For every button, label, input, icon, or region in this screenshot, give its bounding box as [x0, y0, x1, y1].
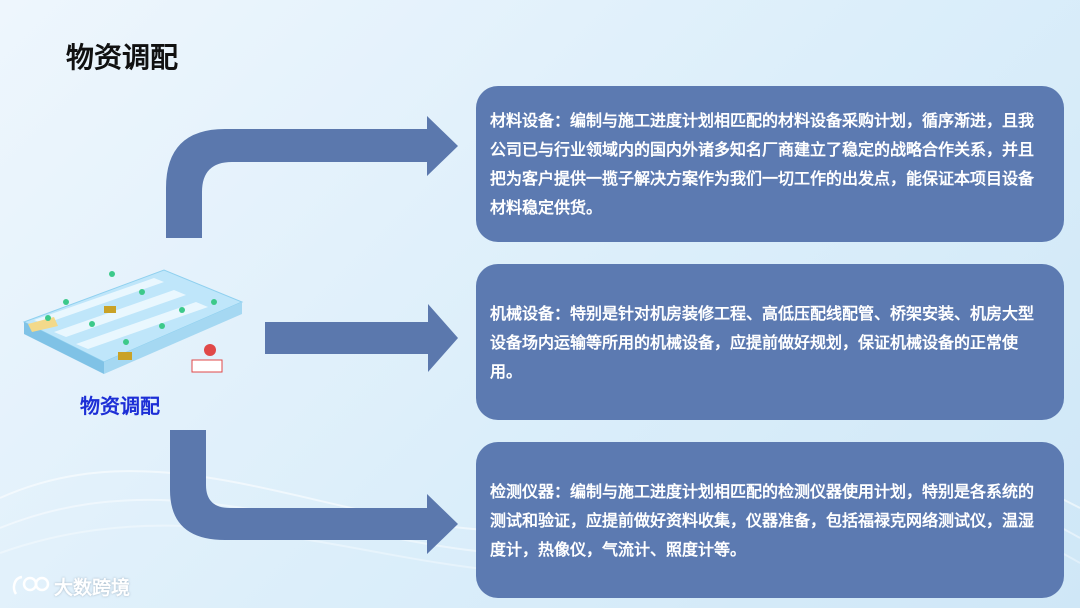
facility-machines	[104, 306, 132, 360]
facility-illustration	[22, 269, 244, 374]
facility-base	[22, 269, 244, 374]
info-card-instruments: 检测仪器：编制与施工进度计划相匹配的检测仪器使用计划，特别是各系统的测试和验证，…	[476, 442, 1064, 598]
slide-title: 物资调配	[66, 41, 179, 74]
card-text: 材料设备：编制与施工进度计划相匹配的材料设备采购计划，循序渐进，且我公司已与行业…	[490, 111, 1035, 217]
illustration-label: 物资调配	[80, 394, 160, 418]
card-text: 机械设备：特别是针对机房装修工程、高低压配线配管、桥架安装、机房大型设备场内运输…	[490, 303, 1035, 381]
watermark-logo-icon	[12, 575, 50, 595]
info-card-machinery: 机械设备：特别是针对机房装修工程、高低压配线配管、桥架安装、机房大型设备场内运输…	[476, 264, 1064, 420]
facility-pin	[191, 344, 223, 373]
watermark: 大数跨境	[10, 572, 130, 600]
facility-markers	[45, 271, 217, 345]
arrow-to-card-2	[265, 304, 458, 372]
watermark-text: 大数跨境	[54, 576, 131, 599]
arrow-to-card-1	[166, 116, 458, 238]
info-card-materials: 材料设备：编制与施工进度计划相匹配的材料设备采购计划，循序渐进，且我公司已与行业…	[476, 86, 1064, 242]
arrow-to-card-3	[170, 430, 458, 554]
card-text: 检测仪器：编制与施工进度计划相匹配的检测仪器使用计划，特别是各系统的测试和验证，…	[490, 481, 1035, 559]
